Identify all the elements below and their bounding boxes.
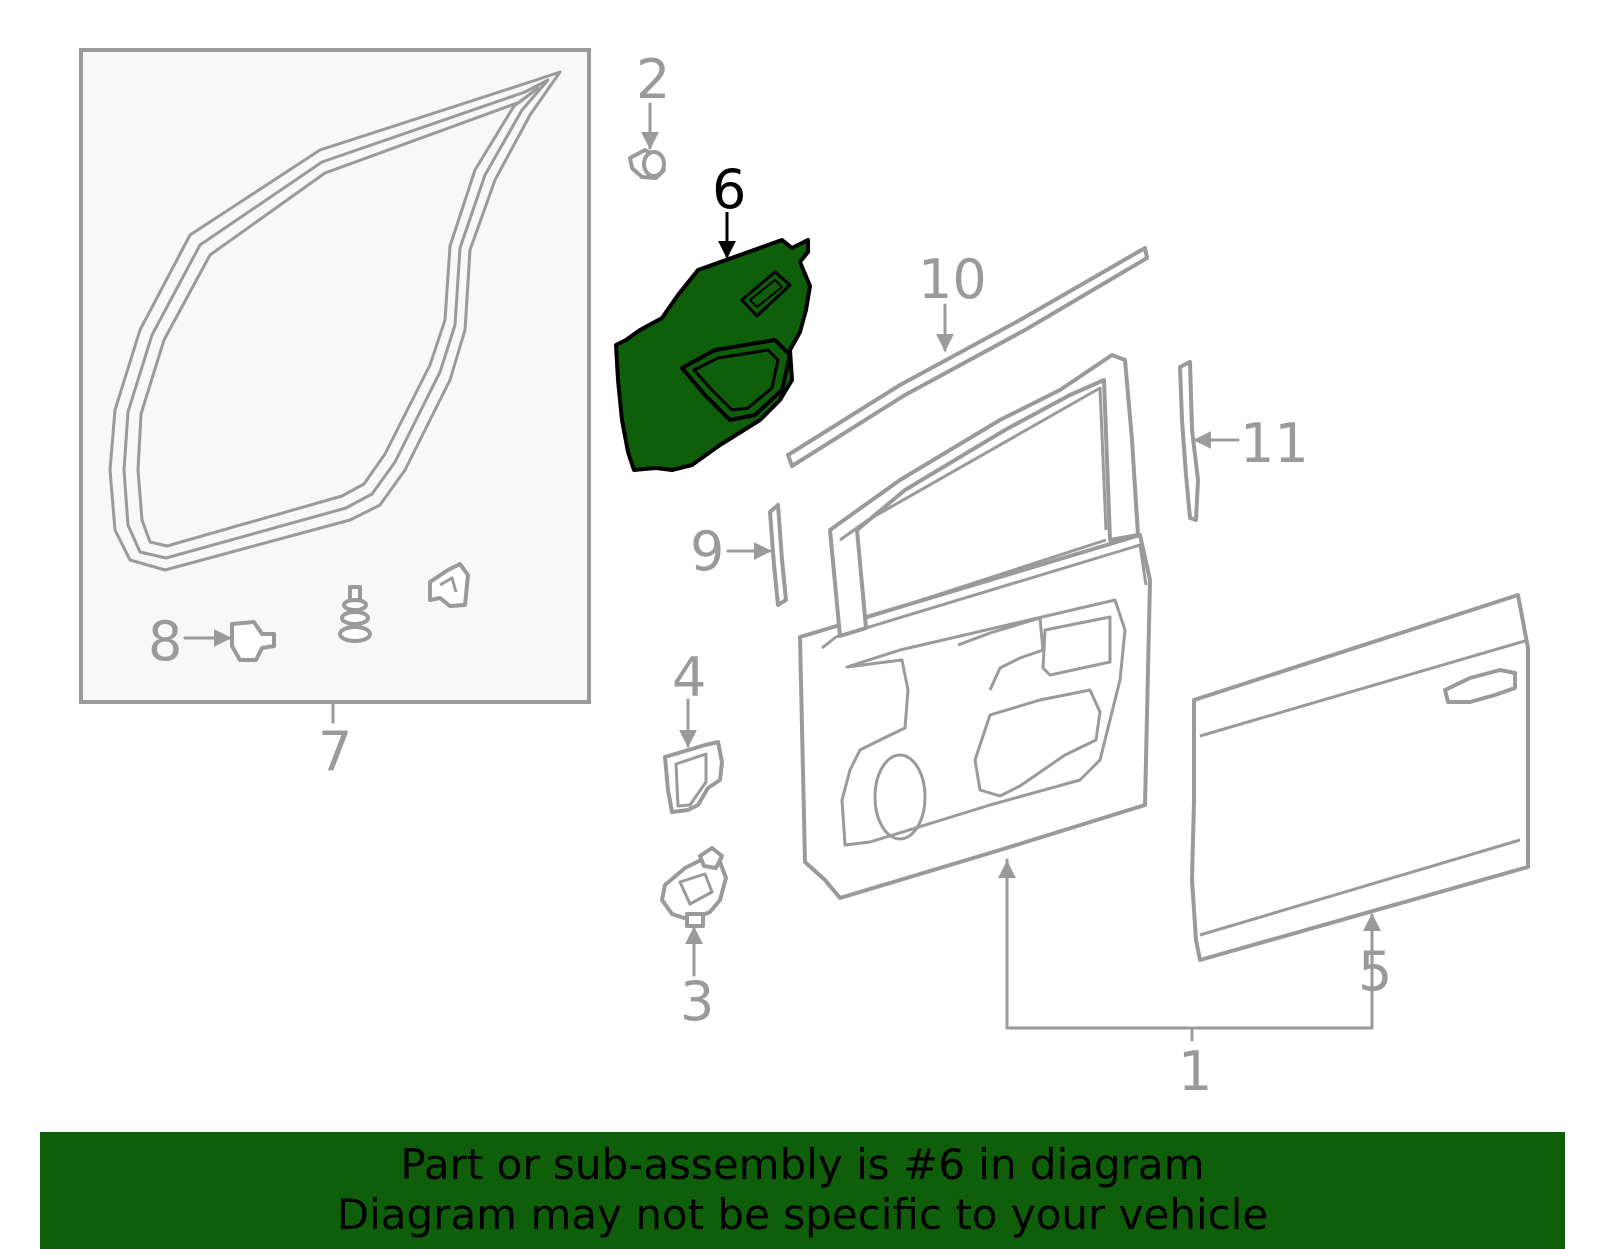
part-1-door-shell: [798, 353, 1152, 900]
footer-line-2: Diagram may not be specific to your vehi…: [336, 1190, 1269, 1239]
callouts: 2 6 10 11 9 8 7 4 3 5 1: [148, 48, 1392, 1103]
callout-9: 9: [690, 520, 724, 583]
clip-fastener: [338, 585, 372, 643]
callout-5: 5: [1358, 940, 1392, 1003]
clip-8: [230, 620, 276, 662]
footer-line-1: Part or sub-assembly is #6 in diagram: [400, 1140, 1205, 1189]
part-9-strip: [768, 503, 788, 607]
callout-3: 3: [680, 970, 714, 1033]
callout-7: 7: [318, 720, 352, 783]
callout-1: 1: [1178, 1040, 1212, 1103]
part-3-latch: [660, 846, 728, 928]
part-6-highlighted: [614, 238, 812, 472]
callout-10: 10: [918, 248, 987, 311]
part-2-plug: [628, 148, 666, 180]
part-5-door-skin: [1190, 593, 1530, 962]
weatherstrip-inset: [79, 48, 591, 704]
callout-8: 8: [148, 610, 182, 673]
part-4-bracket: [663, 740, 724, 814]
callout-11: 11: [1240, 412, 1309, 475]
callout-2: 2: [636, 48, 670, 111]
callout-4: 4: [672, 646, 706, 709]
footer-banner: Part or sub-assembly is #6 in diagram Di…: [40, 1132, 1565, 1249]
part-10-molding: [786, 246, 1149, 468]
part-11-strip: [1178, 360, 1200, 522]
leader-lines: [183, 102, 1381, 1042]
callout-6: 6: [712, 158, 746, 221]
clip-bracket: [428, 562, 470, 608]
